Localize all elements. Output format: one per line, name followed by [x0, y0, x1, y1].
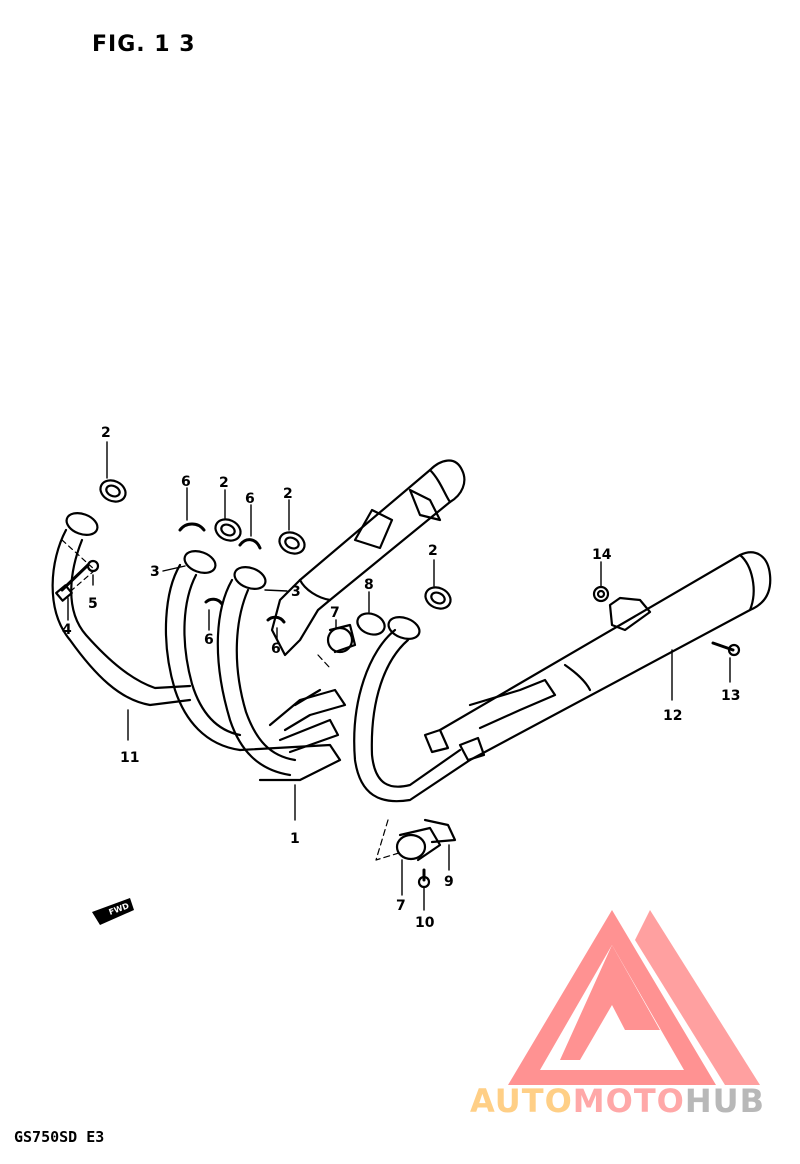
watermark-moto: MOTO: [572, 1082, 685, 1120]
header-pipe-3: [216, 578, 292, 777]
callout-3: 3: [150, 564, 160, 580]
header-pipe-4: [353, 628, 472, 803]
callout-9: 9: [444, 874, 454, 890]
callout-6: 6: [245, 491, 255, 507]
watermark-logo-icon: [508, 910, 760, 1085]
flange-3-b: [233, 566, 267, 590]
retainer-6-d: [266, 615, 286, 624]
callout-6: 6: [181, 474, 191, 490]
callout-2: 2: [219, 475, 229, 491]
callout-7: 7: [396, 898, 406, 914]
model-code: GS750SD E3: [14, 1128, 105, 1146]
collector-1: [238, 743, 342, 782]
callout-13: 13: [721, 688, 740, 704]
watermark-auto: AUTO: [470, 1082, 573, 1120]
callout-7: 7: [330, 605, 340, 621]
callout-6: 6: [271, 641, 281, 657]
callout-2: 2: [428, 543, 438, 559]
nut-14: [592, 585, 610, 603]
callout-11: 11: [120, 750, 139, 766]
callout-8: 8: [364, 577, 374, 593]
flange-3-a: [183, 550, 217, 574]
washer-5: [86, 559, 100, 573]
front-direction-arrow: FWD: [92, 898, 134, 925]
gasket-2-d: [424, 586, 452, 610]
header-pipe-11: [51, 528, 192, 707]
callout-14: 14: [592, 547, 612, 563]
gasket-2-b: [214, 518, 242, 542]
callout-10: 10: [415, 915, 435, 931]
gasket-2-a: [99, 479, 127, 503]
callout-4: 4: [62, 622, 72, 638]
callout-2: 2: [283, 486, 293, 502]
callout-6: 6: [204, 632, 214, 648]
callout-1: 1: [290, 831, 300, 847]
watermark-hub: HUB: [684, 1082, 766, 1120]
muffler-left: [298, 459, 466, 602]
clamp-9: [423, 818, 457, 844]
clamp-8: [356, 612, 386, 636]
retainer-6-c: [204, 597, 224, 606]
callout-12: 12: [663, 708, 682, 724]
retainer-6-a: [178, 522, 206, 532]
watermark-text: AUTOMOTOHUB: [470, 1082, 765, 1120]
muffler-12: [438, 551, 772, 762]
callout-2: 2: [101, 425, 111, 441]
callout-3: 3: [291, 584, 301, 600]
callout-5: 5: [88, 596, 98, 612]
retainer-6-b: [238, 538, 262, 550]
gasket-2-c: [278, 531, 306, 555]
header-pipe-2: [164, 563, 242, 752]
clamp-7-b: [395, 833, 427, 861]
figure-title: FIG. 1 3: [92, 32, 196, 57]
